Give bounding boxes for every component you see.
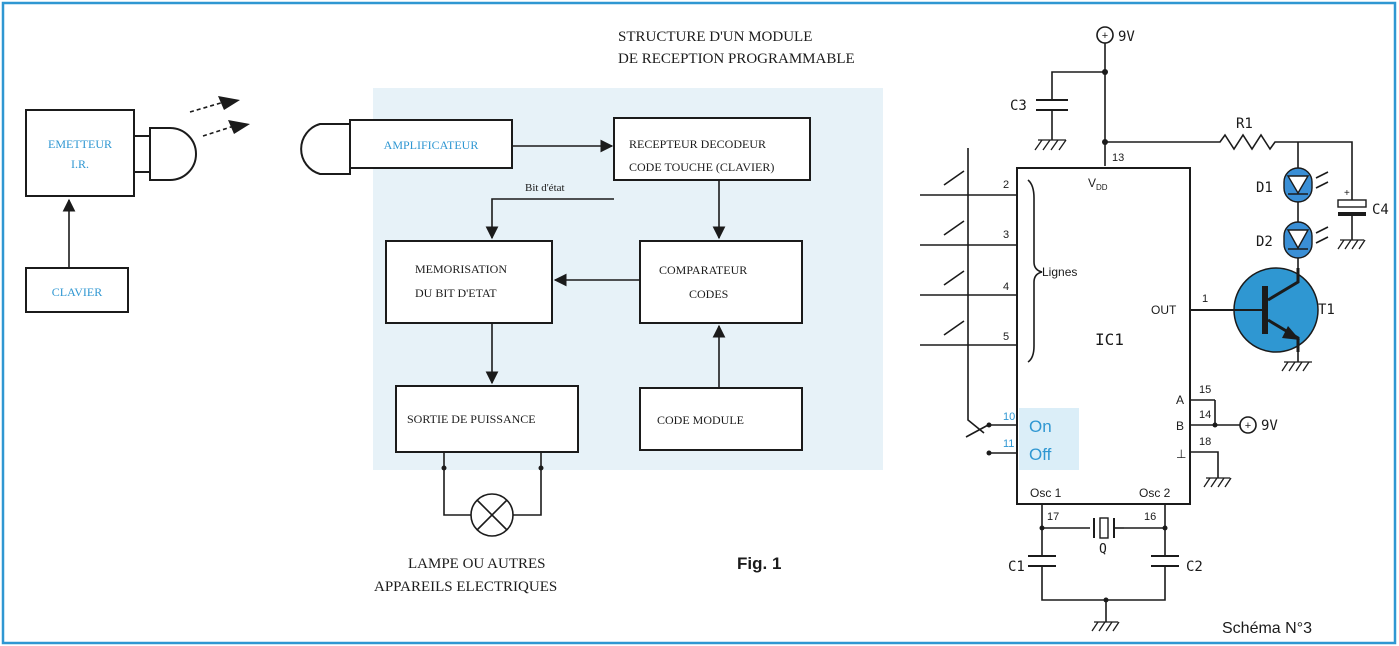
clavier-label: CLAVIER [52, 285, 102, 299]
pin-17-label: 17 [1047, 511, 1059, 523]
r1-label: R1 [1236, 116, 1253, 132]
amplificateur-label: AMPLIFICATEUR [384, 138, 479, 152]
supply-right-label: 9V [1261, 418, 1278, 434]
ir-rays-icon [189, 96, 250, 137]
on-off-highlight [1019, 408, 1079, 470]
sortie-box [395, 385, 579, 453]
pin-14-label: 14 [1199, 409, 1211, 421]
d2-led-icon [1283, 221, 1329, 259]
c4-label: C4 [1372, 202, 1389, 218]
comparateur-label-1: COMPARATEUR [659, 263, 747, 277]
pin-gnd-label: ⊥ [1176, 447, 1186, 461]
on-off-switch [965, 422, 1017, 456]
code-module-label: CODE MODULE [657, 413, 744, 427]
d1-led-icon [1283, 167, 1329, 203]
osc2-label: Osc 2 [1139, 486, 1171, 500]
memorisation-label-1: MEMORISATION [415, 262, 507, 276]
svg-text:+: + [1344, 188, 1350, 199]
bit-etat-label: Bit d'état [525, 182, 565, 194]
schema-caption: Schéma N°3 [1222, 620, 1312, 637]
bit-etat-arrow [485, 198, 614, 240]
code-module-box [639, 387, 803, 451]
emetteur-label-2: I.R. [71, 157, 89, 171]
c2-label: C2 [1186, 559, 1203, 575]
supply-top-label: 9V [1118, 29, 1135, 45]
clavier-box [25, 267, 129, 313]
lamp-icon [441, 452, 544, 537]
recepteur-label-2: CODE TOUCHE (CLAVIER) [629, 160, 774, 174]
d2-label: D2 [1256, 234, 1273, 250]
comparateur-label-2: CODES [689, 287, 728, 301]
fig1-caption: Fig. 1 [737, 554, 781, 573]
c3-label: C3 [1010, 98, 1027, 114]
pin-4-label: 4 [1003, 281, 1009, 293]
oscillator-circuit [1028, 504, 1179, 632]
emetteur-box [25, 109, 135, 197]
c4-lead [1298, 141, 1353, 200]
recepteur-label-1: RECEPTEUR DECODEUR [629, 137, 766, 151]
pin-18-label: 18 [1199, 436, 1211, 448]
pin-1-label: 1 [1202, 293, 1208, 305]
amplificateur-box [349, 119, 513, 169]
pin-10-label: 10 [1003, 411, 1015, 423]
lampe-label-2: APPAREILS ELECTRIQUES [374, 579, 557, 595]
ic1-label: IC1 [1095, 330, 1124, 349]
c4-capacitor: + [1337, 188, 1367, 250]
pin-15-label: 15 [1199, 384, 1211, 396]
row-inputs [920, 148, 1017, 434]
comparateur-box [639, 240, 803, 324]
pin-11-label: 11 [1003, 438, 1014, 450]
photodiode-icon [300, 123, 351, 175]
pin-a-label: A [1176, 393, 1184, 407]
lampe-label-1: LAMPE OU AUTRES [408, 556, 546, 572]
t1-transistor-icon [1190, 267, 1319, 372]
c3-capacitor [1034, 71, 1105, 151]
pin-13-label: 13 [1112, 152, 1124, 164]
pin-2-label: 2 [1003, 179, 1009, 191]
svg-text:+: + [1245, 420, 1251, 432]
pin-3-label: 3 [1003, 229, 1009, 241]
recepteur-box [613, 117, 811, 181]
t1-label: T1 [1318, 302, 1335, 318]
d1-label: D1 [1256, 180, 1273, 196]
sortie-label: SORTIE DE PUISSANCE [407, 412, 536, 426]
osc1-label: Osc 1 [1030, 486, 1062, 500]
r1-resistor [1105, 133, 1298, 151]
q-label: Q [1099, 542, 1107, 557]
out-label: OUT [1151, 303, 1177, 317]
pin-b-label: B [1176, 419, 1184, 433]
on-label: On [1029, 417, 1052, 436]
memorisation-label-2: DU BIT D'ETAT [415, 286, 497, 300]
lignes-brace [1027, 179, 1043, 363]
ir-led-icon [134, 127, 197, 181]
fig1-title-line2: DE RECEPTION PROGRAMMABLE [618, 51, 855, 67]
fig1-title-line1: STRUCTURE D'UN MODULE [618, 29, 812, 45]
supply-top-symbol: + [1096, 26, 1114, 166]
pin-5-label: 5 [1003, 331, 1009, 343]
vdd-label: VDD [1088, 176, 1108, 192]
off-label: Off [1029, 445, 1052, 464]
pin-16-label: 16 [1144, 511, 1156, 523]
svg-text:+: + [1102, 30, 1108, 42]
ab-pins: + [1190, 399, 1257, 488]
lignes-label: Lignes [1042, 265, 1077, 279]
emetteur-label-1: EMETTEUR [48, 137, 112, 151]
memorisation-box [385, 240, 553, 324]
c1-label: C1 [1008, 559, 1025, 575]
